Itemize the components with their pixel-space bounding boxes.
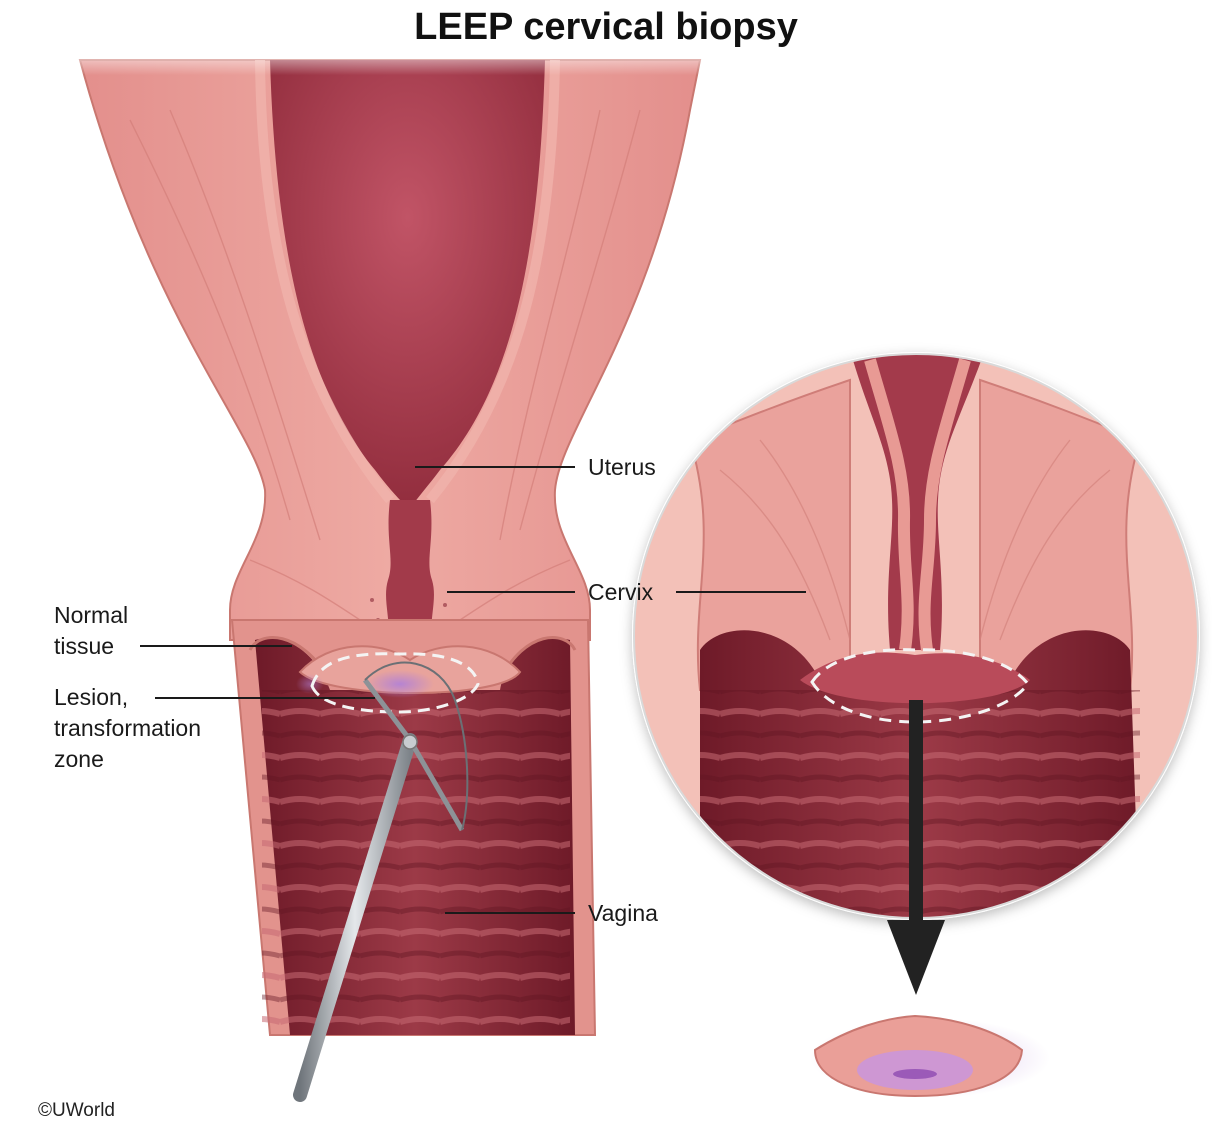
- wire-loop: [364, 661, 469, 831]
- excision-outline: [310, 652, 480, 714]
- label-cervix: Cervix: [588, 579, 654, 605]
- leep-instrument: [293, 661, 469, 1102]
- label-vagina: Vagina: [588, 900, 658, 926]
- lesion-zone: [366, 670, 434, 698]
- page-title: LEEP cervical biopsy: [414, 6, 798, 48]
- leader-lines: [140, 466, 806, 914]
- label-uterus: Uterus: [588, 454, 656, 480]
- down-arrow-icon: [887, 700, 945, 995]
- main-anatomy: [60, 40, 720, 1102]
- zoom-inset: [632, 352, 1200, 920]
- cervical-canal: [386, 500, 434, 650]
- copyright-credit: ©UWorld: [38, 1100, 115, 1121]
- excised-specimen: [810, 1014, 1050, 1098]
